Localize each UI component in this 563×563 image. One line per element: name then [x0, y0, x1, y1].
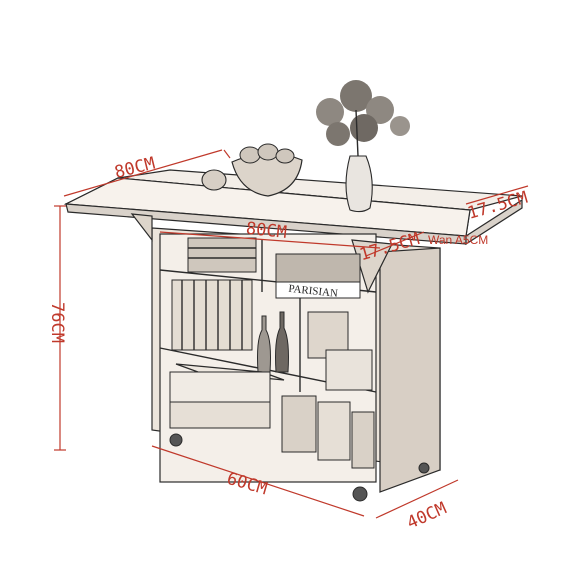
front-width-label: 80CM	[245, 219, 288, 243]
cereal-boxes-bottom	[281, 395, 375, 469]
dimension-lines	[54, 149, 529, 519]
loose-fruit	[201, 169, 227, 191]
books-upper-left	[187, 237, 257, 273]
books-middle-left	[171, 279, 253, 351]
books-upper-right: PARISIAN	[275, 253, 361, 300]
fruit-bowl	[231, 143, 303, 197]
cereal-boxes-middle	[307, 311, 373, 391]
storage-boxes-bottom	[169, 363, 285, 429]
leaf-supports	[130, 213, 393, 294]
height-label: 76CM	[47, 302, 67, 343]
wan-annotation: Wan A5CM	[428, 233, 488, 247]
flower-vase	[316, 80, 410, 213]
depth-label: 40CM	[404, 499, 450, 534]
caster-wheels	[169, 433, 430, 502]
book-spine-label: PARISIAN	[288, 283, 339, 300]
